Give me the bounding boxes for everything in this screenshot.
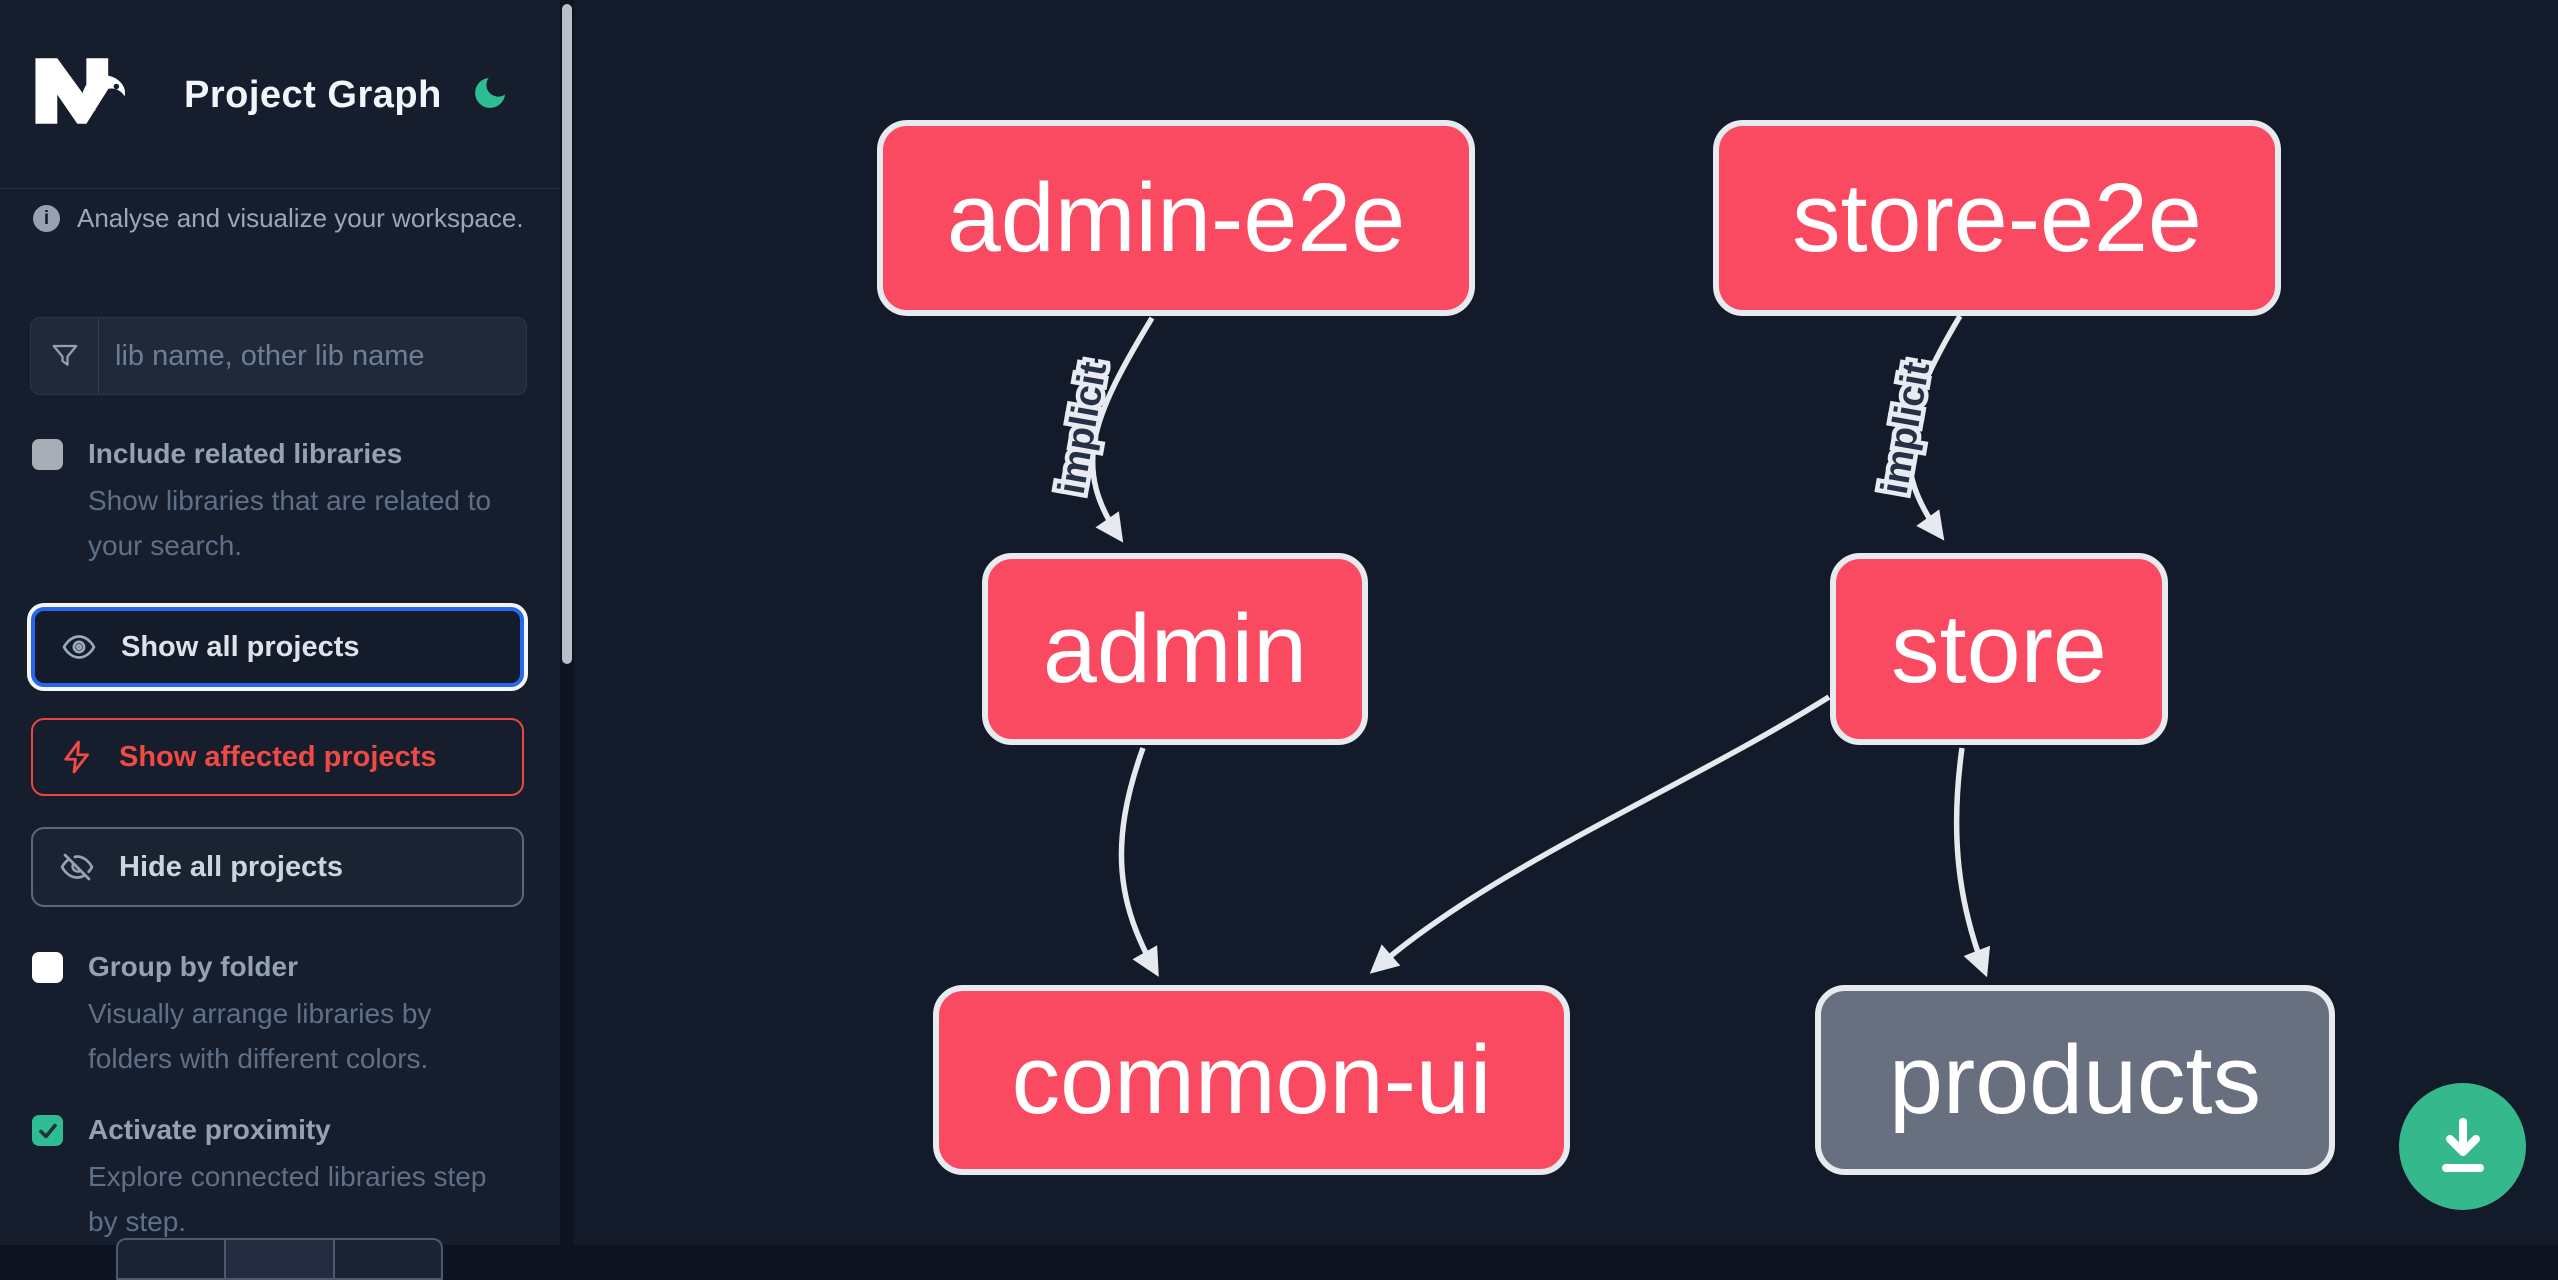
increment-segment[interactable]	[335, 1240, 441, 1278]
graph-node-common-ui[interactable]: common-ui	[933, 985, 1570, 1175]
node-label: products	[1888, 1025, 2262, 1134]
download-image-button[interactable]	[2399, 1083, 2526, 1210]
option-label[interactable]: Activate proximity	[88, 1114, 331, 1145]
sidebar: Project Graph i Analyse and visualize yo…	[0, 0, 560, 1280]
node-label: admin-e2e	[946, 163, 1406, 272]
edge-store-products	[1953, 747, 1991, 978]
info-icon: i	[33, 205, 60, 232]
proximity-depth-control[interactable]	[116, 1238, 443, 1280]
node-label: common-ui	[1011, 1025, 1492, 1134]
node-label: store	[1891, 594, 2107, 703]
option-label[interactable]: Group by folder	[88, 951, 298, 982]
option-description: Explore connected libraries step by step…	[88, 1161, 487, 1237]
sidebar-scrollbar	[560, 0, 574, 1245]
option-group-by-folder: Group by folder Visually arrange librari…	[32, 950, 536, 1081]
button-label: Show affected projects	[119, 740, 437, 773]
decrement-segment[interactable]	[118, 1240, 224, 1278]
graph-node-store[interactable]: store	[1830, 553, 2168, 745]
hide-all-projects-button[interactable]: Hide all projects	[31, 827, 524, 907]
graph-node-products[interactable]: products	[1815, 985, 2335, 1175]
theme-toggle-button[interactable]	[468, 72, 512, 116]
nx-logo	[35, 58, 126, 124]
scrollbar-thumb[interactable]	[562, 4, 572, 664]
option-description: Visually arrange libraries by folders wi…	[88, 998, 432, 1074]
edge-admin-e2e-admin	[1089, 316, 1155, 543]
option-label[interactable]: Include related libraries	[88, 438, 403, 469]
project-filter	[30, 317, 527, 395]
node-label: admin	[1042, 594, 1308, 703]
workspace-info: i Analyse and visualize your workspace.	[33, 203, 524, 234]
download-icon	[2441, 1117, 2484, 1172]
zap-icon	[64, 740, 89, 774]
check-icon	[38, 1123, 57, 1138]
dependency-edges	[1089, 314, 1991, 978]
button-label: Show all projects	[121, 630, 360, 663]
sidebar-header: Project Graph	[0, 0, 560, 189]
filter-input[interactable]	[99, 318, 526, 394]
node-label: store-e2e	[1792, 163, 2202, 272]
checkbox-include-related[interactable]	[32, 439, 63, 470]
edge-admin-common-ui	[1118, 747, 1159, 977]
button-label: Hide all projects	[119, 850, 344, 883]
edge-store-e2e-store	[1905, 314, 1963, 541]
eye-icon	[62, 635, 96, 659]
show-all-projects-button[interactable]: Show all projects	[31, 607, 524, 687]
eye-off-icon	[60, 853, 94, 881]
graph-node-admin[interactable]: admin	[982, 553, 1368, 745]
info-text: Analyse and visualize your workspace.	[77, 203, 524, 233]
option-activate-proximity: Activate proximity Explore connected lib…	[32, 1113, 536, 1244]
option-include-related: Include related libraries Show libraries…	[32, 437, 536, 568]
value-segment	[224, 1240, 335, 1278]
checkbox-group-by-folder[interactable]	[32, 952, 63, 983]
graph-node-store-e2e[interactable]: store-e2e	[1713, 120, 2281, 316]
checkbox-activate-proximity[interactable]	[32, 1115, 63, 1146]
page-title: Project Graph	[184, 74, 442, 116]
show-affected-projects-button[interactable]: Show affected projects	[31, 718, 524, 796]
moon-icon	[475, 77, 505, 108]
option-description: Show libraries that are related to your …	[88, 485, 492, 561]
graph-node-admin-e2e[interactable]: admin-e2e	[877, 120, 1475, 316]
funnel-icon	[31, 318, 99, 394]
edge-store-common-ui	[1369, 694, 1831, 974]
